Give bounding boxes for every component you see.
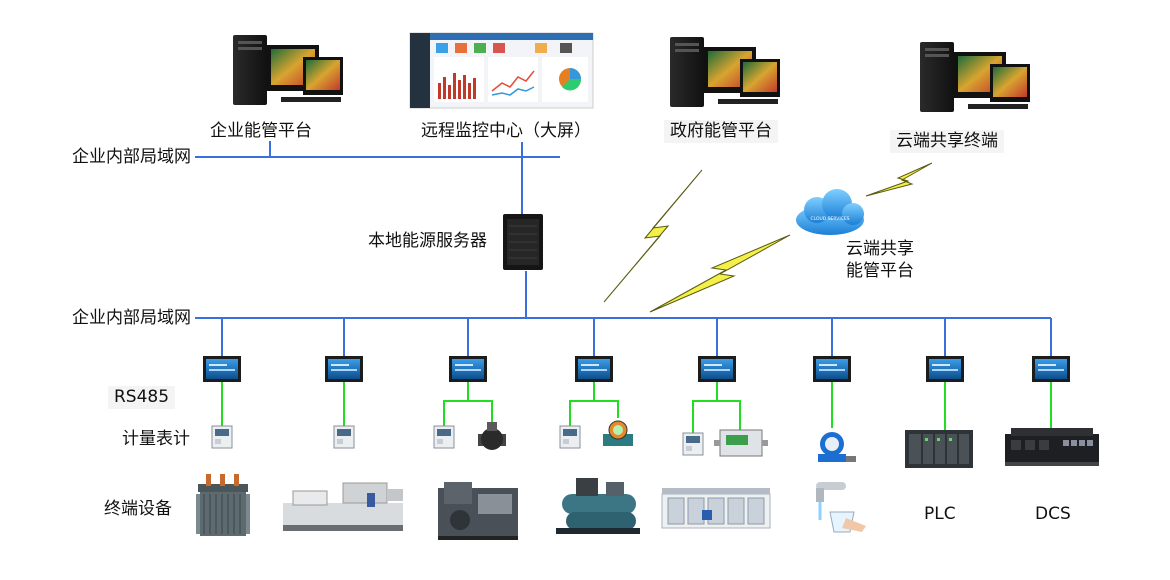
server-icon <box>503 214 543 270</box>
cloud-platform-label: 云端共享 能管平台 <box>840 238 920 282</box>
meters-row-label: 计量表计 <box>122 429 190 449</box>
lower-lan-label: 企业内部局域网 <box>72 308 191 328</box>
upper-lan-label: 企业内部局域网 <box>72 147 191 167</box>
heatmeter-c5-icon <box>714 429 768 457</box>
water-treatment-icon <box>661 488 771 529</box>
gateway-c4-icon <box>575 356 613 382</box>
chiller-icon <box>556 478 640 534</box>
link-c5 <box>692 382 718 433</box>
air-compressor-icon <box>438 482 518 540</box>
transformer-icon <box>196 474 250 536</box>
monitor-center-label: 远程监控中心（大屏） <box>421 121 591 141</box>
plc-icon <box>905 430 973 468</box>
gov-platform-label: 政府能管平台 <box>664 120 778 143</box>
wireless-link-gov-icon <box>603 169 703 303</box>
devices-row-label: 终端设备 <box>104 499 172 519</box>
meter-c5-icon <box>682 432 704 456</box>
wireless-link-terminal-icon <box>865 162 933 197</box>
plc-label: PLC <box>924 504 956 524</box>
injection-machine-icon <box>283 482 403 531</box>
gov-computer-icon <box>670 37 780 107</box>
meter-c1-icon <box>211 425 233 449</box>
dcs-icon <box>1005 428 1099 466</box>
water-tap-icon <box>816 482 866 533</box>
flowmeter-c4-icon <box>603 420 633 446</box>
enterprise-computer-icon <box>233 35 343 105</box>
flowmeter-c3-icon <box>478 422 506 450</box>
gateway-c5-icon <box>698 356 736 382</box>
enterprise-platform-label: 企业能管平台 <box>210 121 312 141</box>
dcs-label: DCS <box>1035 504 1071 524</box>
terminal-computer-icon <box>920 42 1030 112</box>
meter-c3-icon <box>433 425 455 449</box>
gateway-c1-icon <box>203 356 241 382</box>
link-c3 <box>443 382 469 426</box>
dashboard-screen-icon <box>409 32 594 109</box>
meter-c4-icon <box>559 425 581 449</box>
link-c4b <box>594 400 619 418</box>
rs485-label: RS485 <box>108 386 176 409</box>
watermeter-c6-icon <box>818 432 856 462</box>
gateway-c6-icon <box>813 356 851 382</box>
cloud-services-icon: CLOUD SERVICES <box>796 189 864 235</box>
server-label: 本地能源服务器 <box>368 231 487 251</box>
cloud-terminal-label: 云端共享终端 <box>890 130 1004 153</box>
link-c3b <box>468 400 493 422</box>
link-c4 <box>569 382 595 426</box>
gateway-c2-icon <box>325 356 363 382</box>
cloud-platform-line2: 能管平台 <box>846 261 914 281</box>
meter-c2-icon <box>333 425 355 449</box>
cloud-badge: CLOUD SERVICES <box>810 216 849 222</box>
gateway-c3-icon <box>449 356 487 382</box>
gateway-c7-icon <box>926 356 964 382</box>
cloud-platform-line1: 云端共享 <box>846 239 914 259</box>
wireless-link-cloud-icon <box>649 234 791 313</box>
link-c5b <box>717 400 741 430</box>
gateway-c8-icon <box>1032 356 1070 382</box>
